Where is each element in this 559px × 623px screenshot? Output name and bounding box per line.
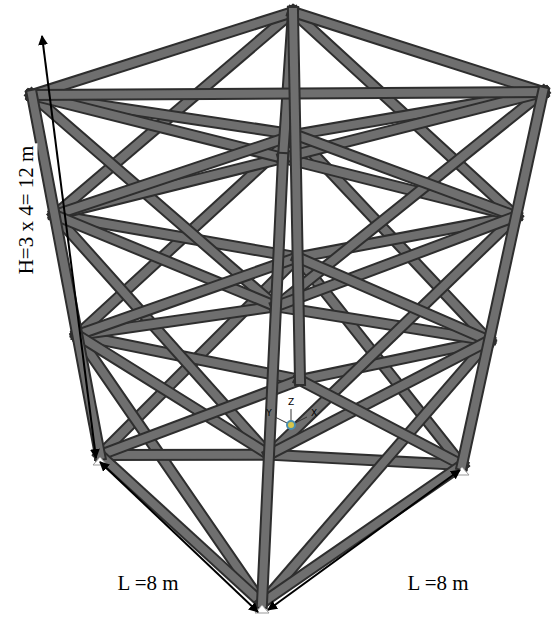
beam xyxy=(77,335,262,603)
beam-outline xyxy=(293,12,300,380)
beam xyxy=(77,335,269,455)
beam xyxy=(32,92,543,95)
beam-outline xyxy=(32,12,293,95)
beam-outline xyxy=(32,92,543,95)
beam xyxy=(55,215,276,306)
beam xyxy=(462,92,543,465)
beam xyxy=(100,455,262,603)
beam-outline xyxy=(100,455,262,603)
beam-outline xyxy=(462,92,543,465)
length-dimension: L =8 m xyxy=(115,572,180,595)
beam-outline xyxy=(293,12,543,92)
beam-outline xyxy=(55,215,276,306)
beam-outline xyxy=(55,135,296,215)
beam xyxy=(293,12,543,92)
beam xyxy=(295,135,516,217)
axis-label: Z xyxy=(288,398,294,407)
beam xyxy=(262,158,283,603)
beam-outline xyxy=(77,257,297,335)
beam xyxy=(298,257,489,340)
height-dimension: H=3 x 4= 12 m xyxy=(15,144,38,277)
beam xyxy=(32,12,293,95)
beam-outline xyxy=(298,257,489,340)
beam xyxy=(55,215,269,455)
beam xyxy=(32,95,100,455)
beam xyxy=(300,380,462,465)
beam xyxy=(55,135,296,215)
beam-group xyxy=(32,12,543,603)
beam-outline xyxy=(262,158,283,603)
beam xyxy=(269,216,516,454)
length-dimension: L =8 m xyxy=(405,572,470,595)
beam-outline xyxy=(269,216,516,454)
beam-outline xyxy=(77,335,262,603)
support-symbol xyxy=(93,457,107,465)
beam-outline xyxy=(77,335,269,455)
beam xyxy=(293,12,300,380)
axis-origin xyxy=(287,421,295,429)
beam-outline xyxy=(295,135,516,217)
beam xyxy=(77,257,297,335)
dimension-line xyxy=(42,36,96,458)
axis-label: Y xyxy=(266,409,272,418)
axis-label: X xyxy=(311,409,317,418)
beam-outline xyxy=(300,380,462,465)
beam xyxy=(100,451,269,459)
beam-outline xyxy=(32,95,100,455)
dimension-line xyxy=(100,462,258,612)
beam-outline xyxy=(55,215,269,455)
